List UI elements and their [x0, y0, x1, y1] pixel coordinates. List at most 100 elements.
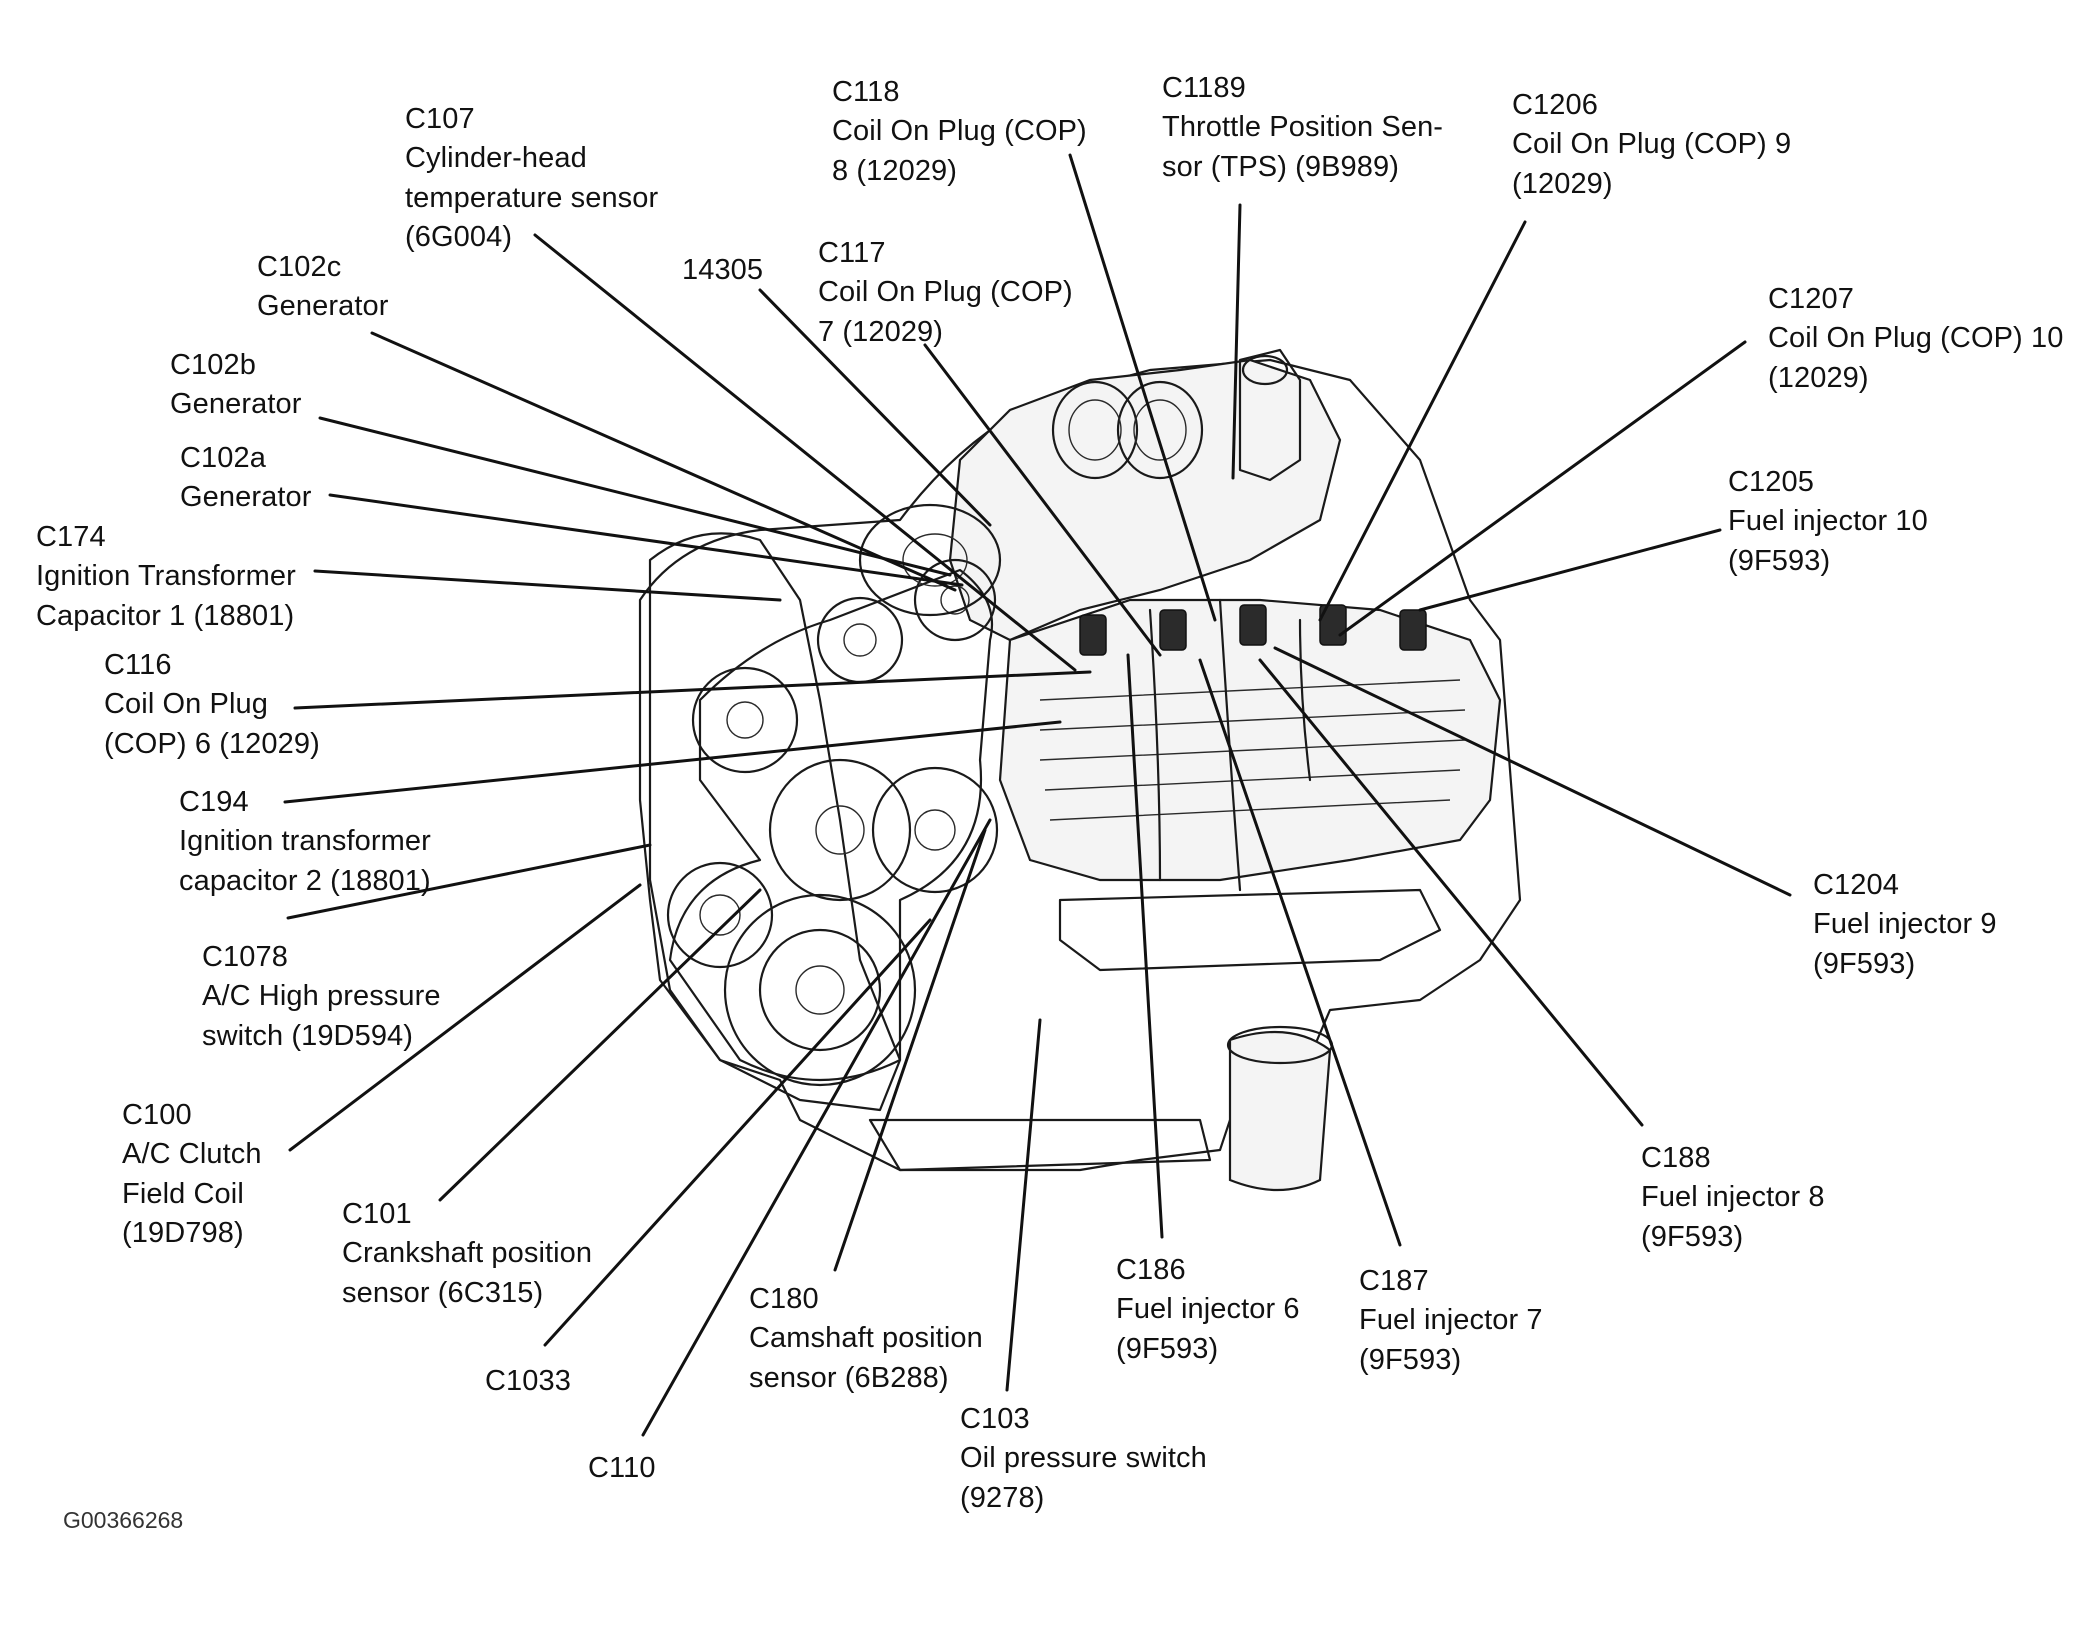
leader-line-c118	[1068, 153, 1217, 622]
callout-code: C1078	[202, 941, 288, 973]
tps-cap	[1241, 354, 1289, 386]
leader-line-c180	[833, 828, 987, 1272]
callout-code: C194	[179, 786, 249, 818]
callout-line: (9F593)	[1813, 947, 1916, 980]
callout-line: Fuel injector 7	[1359, 1304, 1543, 1337]
callout-line: (9F593)	[1728, 544, 1831, 577]
callout-c1033: C1033	[485, 1362, 571, 1401]
callout-c102a: C102a Generator	[180, 439, 311, 518]
callout-c118: C118 Coil On Plug (COP) 8 (12029)	[832, 73, 1087, 191]
leader-line-c103	[1005, 1018, 1042, 1392]
callout-line: Throttle Position Sen-	[1162, 111, 1444, 144]
callout-c174: C174 Ignition Transformer Capacitor 1 (1…	[36, 518, 296, 636]
leader-line-c1033	[543, 918, 932, 1347]
callout-line: Capacitor 1 (18801)	[36, 599, 295, 632]
callout-line: Coil On Plug (COP)	[832, 115, 1087, 148]
callout-14305: 14305	[682, 251, 763, 290]
leader-line-c1204	[1273, 646, 1792, 897]
callout-code: C1033	[485, 1365, 571, 1397]
leader-line-c1189	[1231, 203, 1242, 480]
leader-line-c1206	[1318, 220, 1527, 622]
oil-filter	[1228, 1030, 1332, 1192]
callout-c110: C110	[588, 1449, 656, 1488]
callout-line: Fuel injector 9	[1813, 908, 1997, 941]
callout-code: C1205	[1728, 466, 1814, 498]
callout-c1207: C1207 Coil On Plug (COP) 10 (12029)	[1768, 280, 2063, 398]
callout-c1078: C1078 A/C High pressure switch (19D594)	[202, 938, 441, 1056]
callout-line: Cylinder-head	[405, 142, 587, 175]
callout-c1206: C1206 Coil On Plug (COP) 9 (12029)	[1512, 86, 1791, 204]
callout-line: Coil On Plug (COP)	[818, 276, 1073, 309]
leader-line-c116	[293, 670, 1092, 710]
callout-line: (9F593)	[1641, 1220, 1744, 1253]
fuel-rail	[1148, 598, 1312, 892]
throttle-bore-right-inner	[1133, 399, 1187, 461]
callout-code: C1204	[1813, 869, 1899, 901]
valve-cover-ribs	[1039, 679, 1466, 821]
leader-line-c194	[283, 720, 1062, 804]
callout-code: C188	[1641, 1142, 1711, 1174]
callout-c101: C101 Crankshaft position sensor (6C315)	[342, 1195, 592, 1313]
callout-c180: C180 Camshaft position sensor (6B288)	[749, 1280, 983, 1398]
callout-code: C102a	[180, 442, 266, 474]
callout-line: (6G004)	[405, 221, 513, 254]
generator	[858, 503, 1002, 617]
throttle-bore-right	[1116, 380, 1204, 480]
callout-line: A/C High pressure	[202, 980, 441, 1013]
throttle-bore-left-inner	[1068, 399, 1122, 461]
leader-line-c100	[288, 883, 642, 1152]
callout-line: (COP) 6 (12029)	[104, 727, 320, 760]
leader-line-c107	[533, 233, 1077, 672]
callout-code: C110	[588, 1452, 656, 1484]
callout-c100: C100 A/C Clutch Field Coil (19D798)	[122, 1096, 262, 1254]
callout-line: (12029)	[1512, 167, 1613, 200]
callout-line: Coil On Plug (COP) 9	[1512, 128, 1792, 161]
callout-c1204: C1204 Fuel injector 9 (9F593)	[1813, 866, 1997, 984]
callout-code: C180	[749, 1283, 819, 1315]
callout-line: Coil On Plug (COP) 10	[1768, 322, 2064, 355]
leader-line-c186	[1126, 653, 1164, 1239]
callout-code: C102c	[257, 251, 342, 283]
callout-c107: C107 Cylinder-head temperature sensor (6…	[405, 100, 658, 258]
leader-line-c101	[438, 888, 762, 1202]
callout-line: Generator	[180, 481, 312, 514]
leader-line-c187	[1198, 658, 1402, 1247]
callout-code: C117	[818, 237, 886, 269]
leader-line-c14305	[758, 288, 992, 527]
callout-code: C1189	[1162, 72, 1246, 104]
callout-code: C187	[1359, 1265, 1429, 1297]
callout-line: Oil pressure switch	[960, 1442, 1207, 1475]
callout-line: (19D798)	[122, 1217, 244, 1250]
leader-line-c110	[641, 818, 992, 1437]
callout-code: C101	[342, 1198, 412, 1230]
callout-c103: C103 Oil pressure switch (9278)	[960, 1400, 1207, 1518]
callout-c116: C116 Coil On Plug (COP) 6 (12029)	[104, 646, 320, 764]
leader-line-c117	[923, 343, 1162, 657]
callout-line: 8 (12029)	[832, 154, 958, 187]
callout-line: Crankshaft position	[342, 1237, 593, 1270]
leader-line-c188	[1258, 658, 1644, 1127]
callout-line: temperature sensor	[405, 181, 659, 214]
callout-line: Ignition Transformer	[36, 560, 296, 593]
coil-on-plug-row	[1079, 604, 1427, 656]
accessory-pulleys	[666, 558, 999, 1087]
callout-code: 14305	[682, 254, 764, 286]
leader-line-c102c	[370, 331, 957, 592]
callout-code: C1207	[1768, 283, 1854, 315]
callout-c188: C188 Fuel injector 8 (9F593)	[1641, 1139, 1825, 1257]
callout-code: C1206	[1512, 89, 1598, 121]
leader-line-c1207	[1338, 340, 1747, 637]
callout-line: sensor (6C315)	[342, 1276, 544, 1309]
leader-line-c1205	[1418, 528, 1722, 612]
callout-c117: C117 Coil On Plug (COP) 7 (12029)	[818, 234, 1073, 352]
callout-line: sensor (6B288)	[749, 1361, 949, 1394]
generator-core	[902, 533, 968, 587]
callout-c194: C194 Ignition transformer capacitor 2 (1…	[179, 783, 431, 901]
leader-line-c102a	[328, 493, 964, 587]
callout-line: 7 (12029)	[818, 315, 944, 348]
callout-c1189: C1189 Throttle Position Sen- sor (TPS) (…	[1162, 69, 1443, 187]
tps-housing	[1238, 348, 1302, 482]
callout-line: Camshaft position	[749, 1322, 983, 1355]
